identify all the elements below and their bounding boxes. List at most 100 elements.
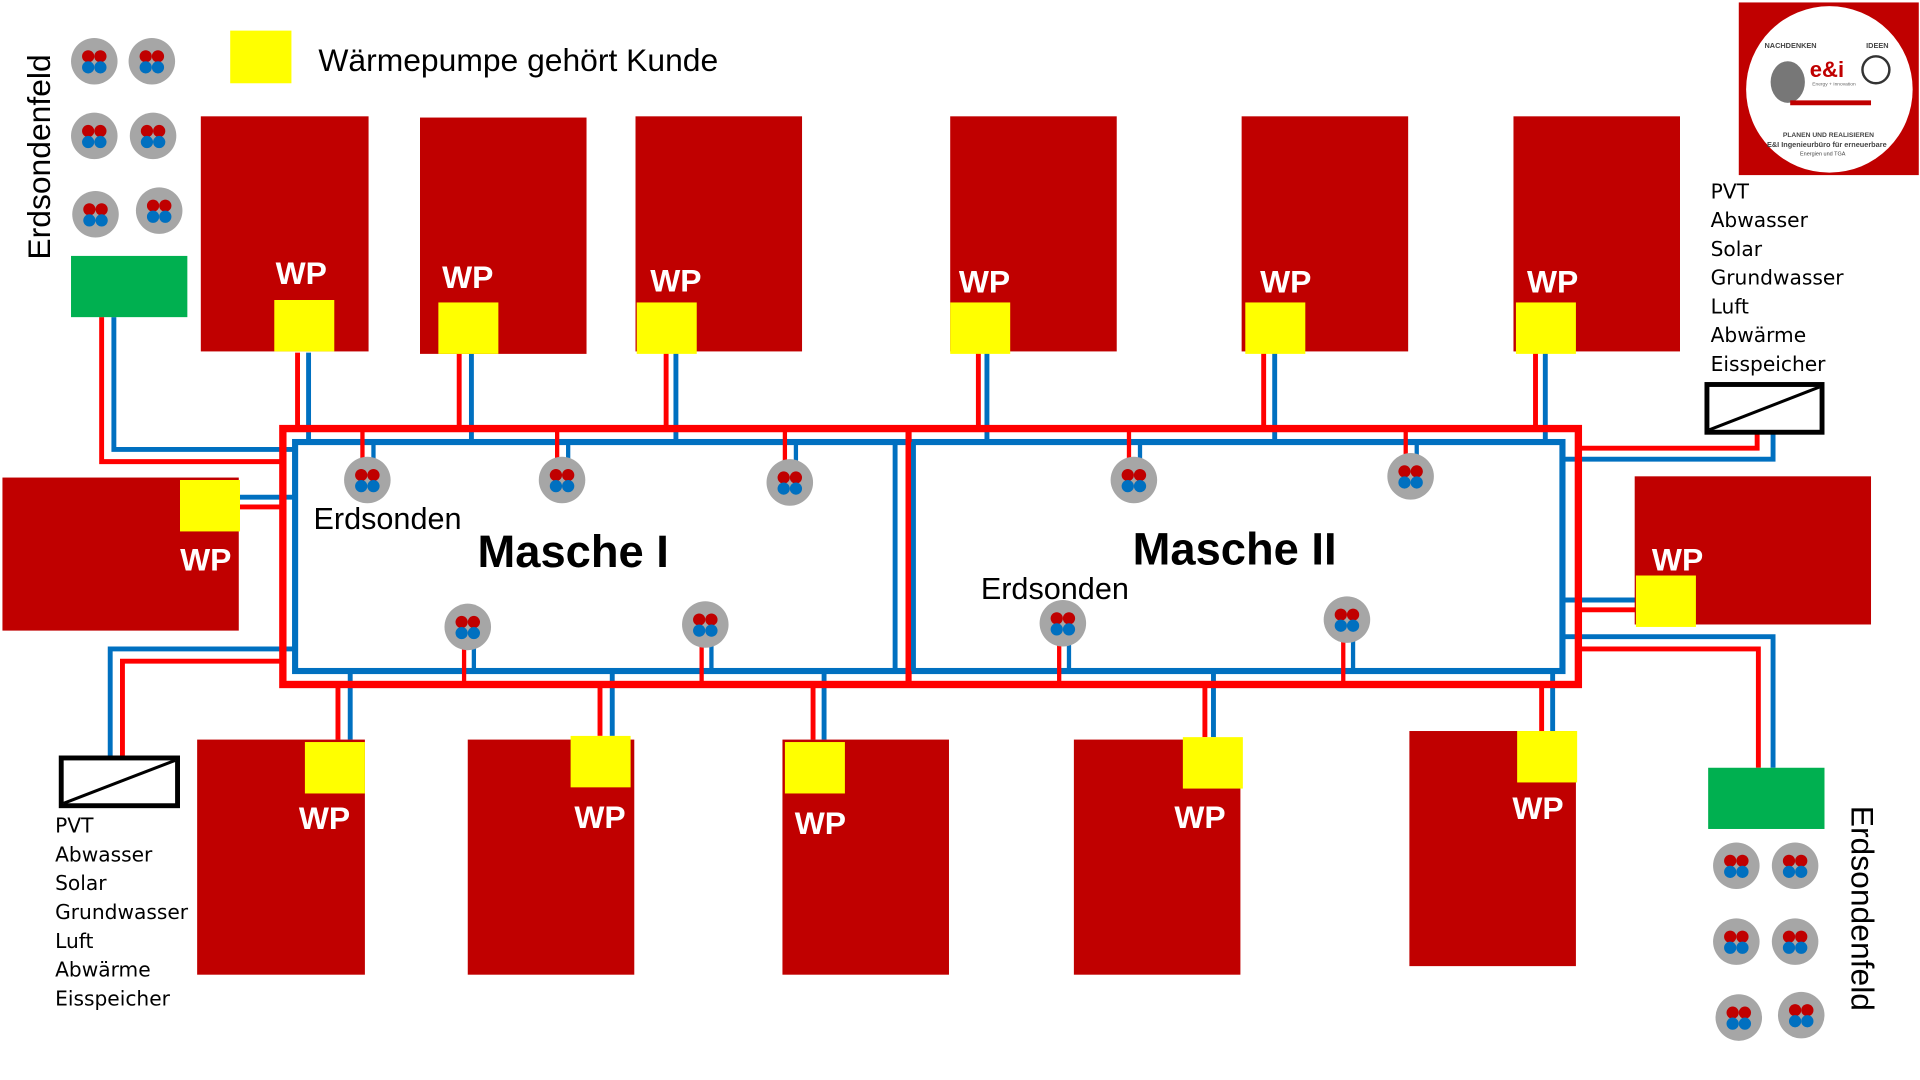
customer-building: WP <box>1409 731 1578 967</box>
cold-pipe <box>107 646 296 758</box>
heat-pump-marker <box>1245 302 1306 354</box>
borehole-probe-icon <box>1771 918 1819 965</box>
lightbulb-icon <box>1861 55 1891 85</box>
logo-text-ideen: IDEEN <box>1866 41 1888 50</box>
heat-pump-label: WP <box>1527 264 1578 300</box>
logo-line-3: Energien und TGA <box>1800 152 1846 158</box>
customer-building: WP <box>635 116 803 354</box>
warm-pipe <box>1578 646 1761 768</box>
mesh-warm-loop <box>279 424 1583 689</box>
probe-label-mesh-2: Erdsonden <box>981 572 1129 606</box>
heat-pump-label: WP <box>299 800 350 836</box>
borehole-probe-icon <box>1110 456 1158 504</box>
heat-pump-marker <box>1635 575 1696 627</box>
source-item: Solar <box>1711 237 1763 261</box>
customer-building: WP <box>1634 476 1872 627</box>
borehole-probe-icon <box>1713 842 1760 889</box>
customer-building: WP <box>200 116 369 352</box>
cold-pipe <box>1562 634 1776 768</box>
heat-pump-marker <box>570 735 631 788</box>
borehole-probe-icon <box>682 601 729 648</box>
source-item: PVT <box>1711 179 1750 203</box>
borehole-probe-icon <box>129 112 177 160</box>
customer-building: WP <box>197 739 365 975</box>
logo-brand: e&i <box>1810 57 1844 82</box>
pipes <box>99 317 1776 768</box>
cold-pipe <box>111 317 296 452</box>
right-field-label: Erdsondenfeld <box>1844 806 1880 1011</box>
source-item: Abwärme <box>55 958 151 982</box>
source-item: Luft <box>1711 294 1749 318</box>
borehole-probe-icon <box>1039 600 1087 647</box>
source-item: Eisspeicher <box>1711 352 1827 376</box>
heat-pump-label: WP <box>1260 264 1311 300</box>
source-item: Grundwasser <box>1711 266 1845 290</box>
customer-building: WP <box>782 739 949 975</box>
right-probe-field-manifold <box>1708 767 1825 829</box>
source-item: Abwasser <box>55 842 153 866</box>
borehole-probe-icon <box>538 456 586 504</box>
heat-pump-marker <box>1182 737 1243 789</box>
probe-label-mesh-1: Erdsonden <box>313 502 461 536</box>
legend-swatch <box>230 30 292 84</box>
heat-pump-marker <box>304 742 365 794</box>
legend-label: Wärmepumpe gehört Kunde <box>318 42 718 78</box>
borehole-probe-icon <box>1771 842 1819 889</box>
borehole-probe-icon <box>72 191 119 238</box>
heat-pump-label: WP <box>1652 542 1703 578</box>
customer-building: WP <box>2 477 240 631</box>
mesh-1-title: Masche I <box>478 526 669 577</box>
borehole-probe-icon <box>1387 453 1434 500</box>
borehole-probe-icon <box>1713 918 1760 965</box>
source-switch-left <box>58 755 180 809</box>
heat-pump-marker <box>438 302 499 354</box>
logo-line-1: PLANEN UND REALISIEREN <box>1783 132 1874 139</box>
heat-pump-marker <box>274 300 335 352</box>
heat-pump-label: WP <box>959 264 1010 300</box>
source-item: Solar <box>55 871 107 895</box>
customer-building: WP <box>1241 116 1409 354</box>
borehole-probe-icon <box>1777 991 1825 1039</box>
logo-tagline: Energy + Innovation <box>1812 82 1856 88</box>
borehole-probe-icon <box>135 187 183 234</box>
heat-pump-label: WP <box>574 799 625 835</box>
source-item: Eisspeicher <box>55 986 171 1010</box>
source-item: Luft <box>55 929 93 953</box>
heat-pump-marker <box>950 302 1011 354</box>
source-item: Grundwasser <box>55 900 189 924</box>
borehole-probe-icon <box>71 37 118 85</box>
heat-pump-label: WP <box>180 542 231 578</box>
brain-icon <box>1770 61 1805 103</box>
heat-pump-marker <box>784 742 845 794</box>
borehole-probe-icon <box>1715 994 1763 1041</box>
mesh-cold-loop <box>292 438 1566 675</box>
left-field-label: Erdsondenfeld <box>21 54 57 259</box>
source-switch-right <box>1704 382 1825 435</box>
source-item: PVT <box>55 814 94 838</box>
customer-building: WP <box>950 116 1117 354</box>
logo-text-nachdenken: NACHDENKEN <box>1764 41 1816 50</box>
heat-pump-label: WP <box>650 262 701 298</box>
borehole-probe-icon <box>444 603 492 651</box>
borehole-probe-icon <box>128 37 176 85</box>
warm-pipe <box>120 658 283 758</box>
cold-pipe <box>1562 432 1776 462</box>
heat-pump-marker <box>1515 302 1576 354</box>
company-logo: NACHDENKEN IDEEN e&i Energy + Innovation… <box>1738 2 1919 176</box>
warm-pipe <box>99 317 283 465</box>
borehole-probe-icon <box>71 112 118 160</box>
probes <box>71 37 1825 1041</box>
customer-building: WP <box>467 735 635 975</box>
source-item: Abwärme <box>1711 323 1807 347</box>
source-list-left: PVT AbwasserSolarGrundwasserLuftAbwärmeEi… <box>55 814 189 1011</box>
customer-building: WP <box>420 117 587 354</box>
heat-pump-label: WP <box>276 255 327 291</box>
source-item: Abwasser <box>1711 208 1809 232</box>
logo-line-2: E&I Ingenieurbüro für erneuerbare <box>1767 140 1887 149</box>
left-probe-field-manifold <box>71 255 188 318</box>
heat-pump-marker <box>1517 731 1578 783</box>
heat-pump-label: WP <box>1512 790 1563 826</box>
heat-pump-label: WP <box>795 805 846 841</box>
